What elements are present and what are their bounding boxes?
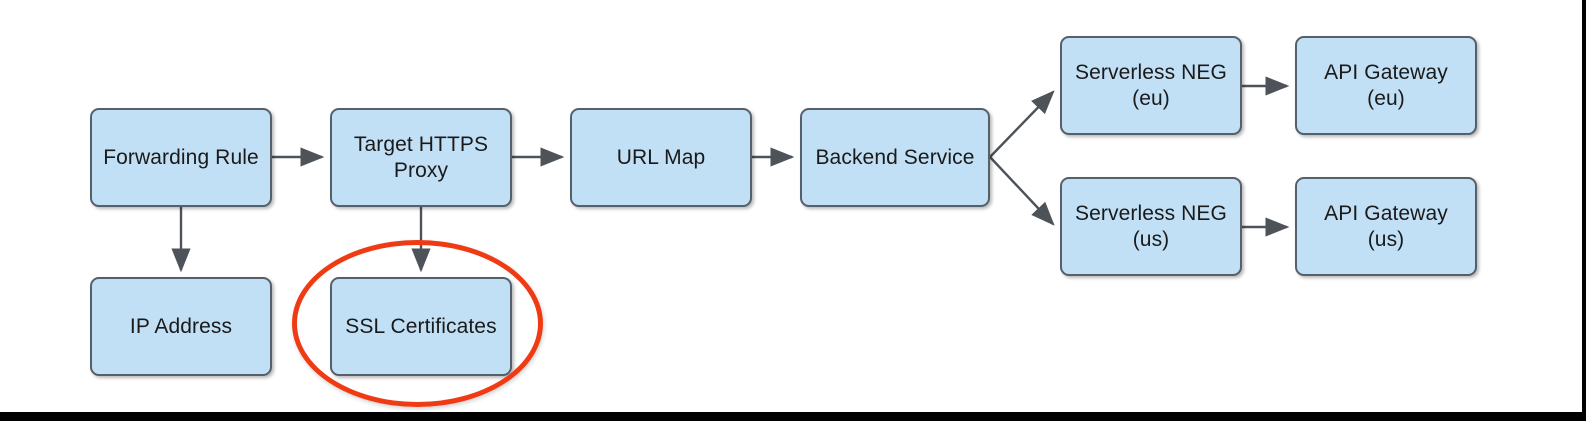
edge-backend-service-to-serverless-neg-eu [989, 90, 1055, 158]
node-label: API Gateway (eu) [1324, 60, 1448, 110]
node-serverless-neg-us[interactable]: Serverless NEG (us) [1060, 177, 1242, 276]
node-url-map[interactable]: URL Map [570, 108, 752, 207]
node-label: Serverless NEG (us) [1075, 201, 1227, 251]
node-label: Forwarding Rule [103, 145, 259, 169]
node-api-gateway-us[interactable]: API Gateway (us) [1295, 177, 1477, 276]
edge-backend-service-to-serverless-neg-us [989, 156, 1055, 226]
node-label: URL Map [616, 145, 706, 169]
node-label: Backend Service [815, 145, 975, 169]
node-backend-service[interactable]: Backend Service [800, 108, 990, 207]
node-api-gateway-eu[interactable]: API Gateway (eu) [1295, 36, 1477, 135]
ssl-certificates-highlight-ellipse [292, 240, 543, 407]
node-label: Target HTTPS Proxy [353, 132, 489, 182]
node-serverless-neg-eu[interactable]: Serverless NEG (eu) [1060, 36, 1242, 135]
node-label: API Gateway (us) [1324, 201, 1448, 251]
node-label: IP Address [129, 314, 233, 338]
canvas-bottom-border [0, 412, 1586, 421]
node-target-https-proxy[interactable]: Target HTTPS Proxy [330, 108, 512, 207]
node-ip-address[interactable]: IP Address [90, 277, 272, 376]
node-forwarding-rule[interactable]: Forwarding Rule [90, 108, 272, 207]
node-label: Serverless NEG (eu) [1075, 60, 1227, 110]
canvas-right-border [1582, 0, 1586, 421]
